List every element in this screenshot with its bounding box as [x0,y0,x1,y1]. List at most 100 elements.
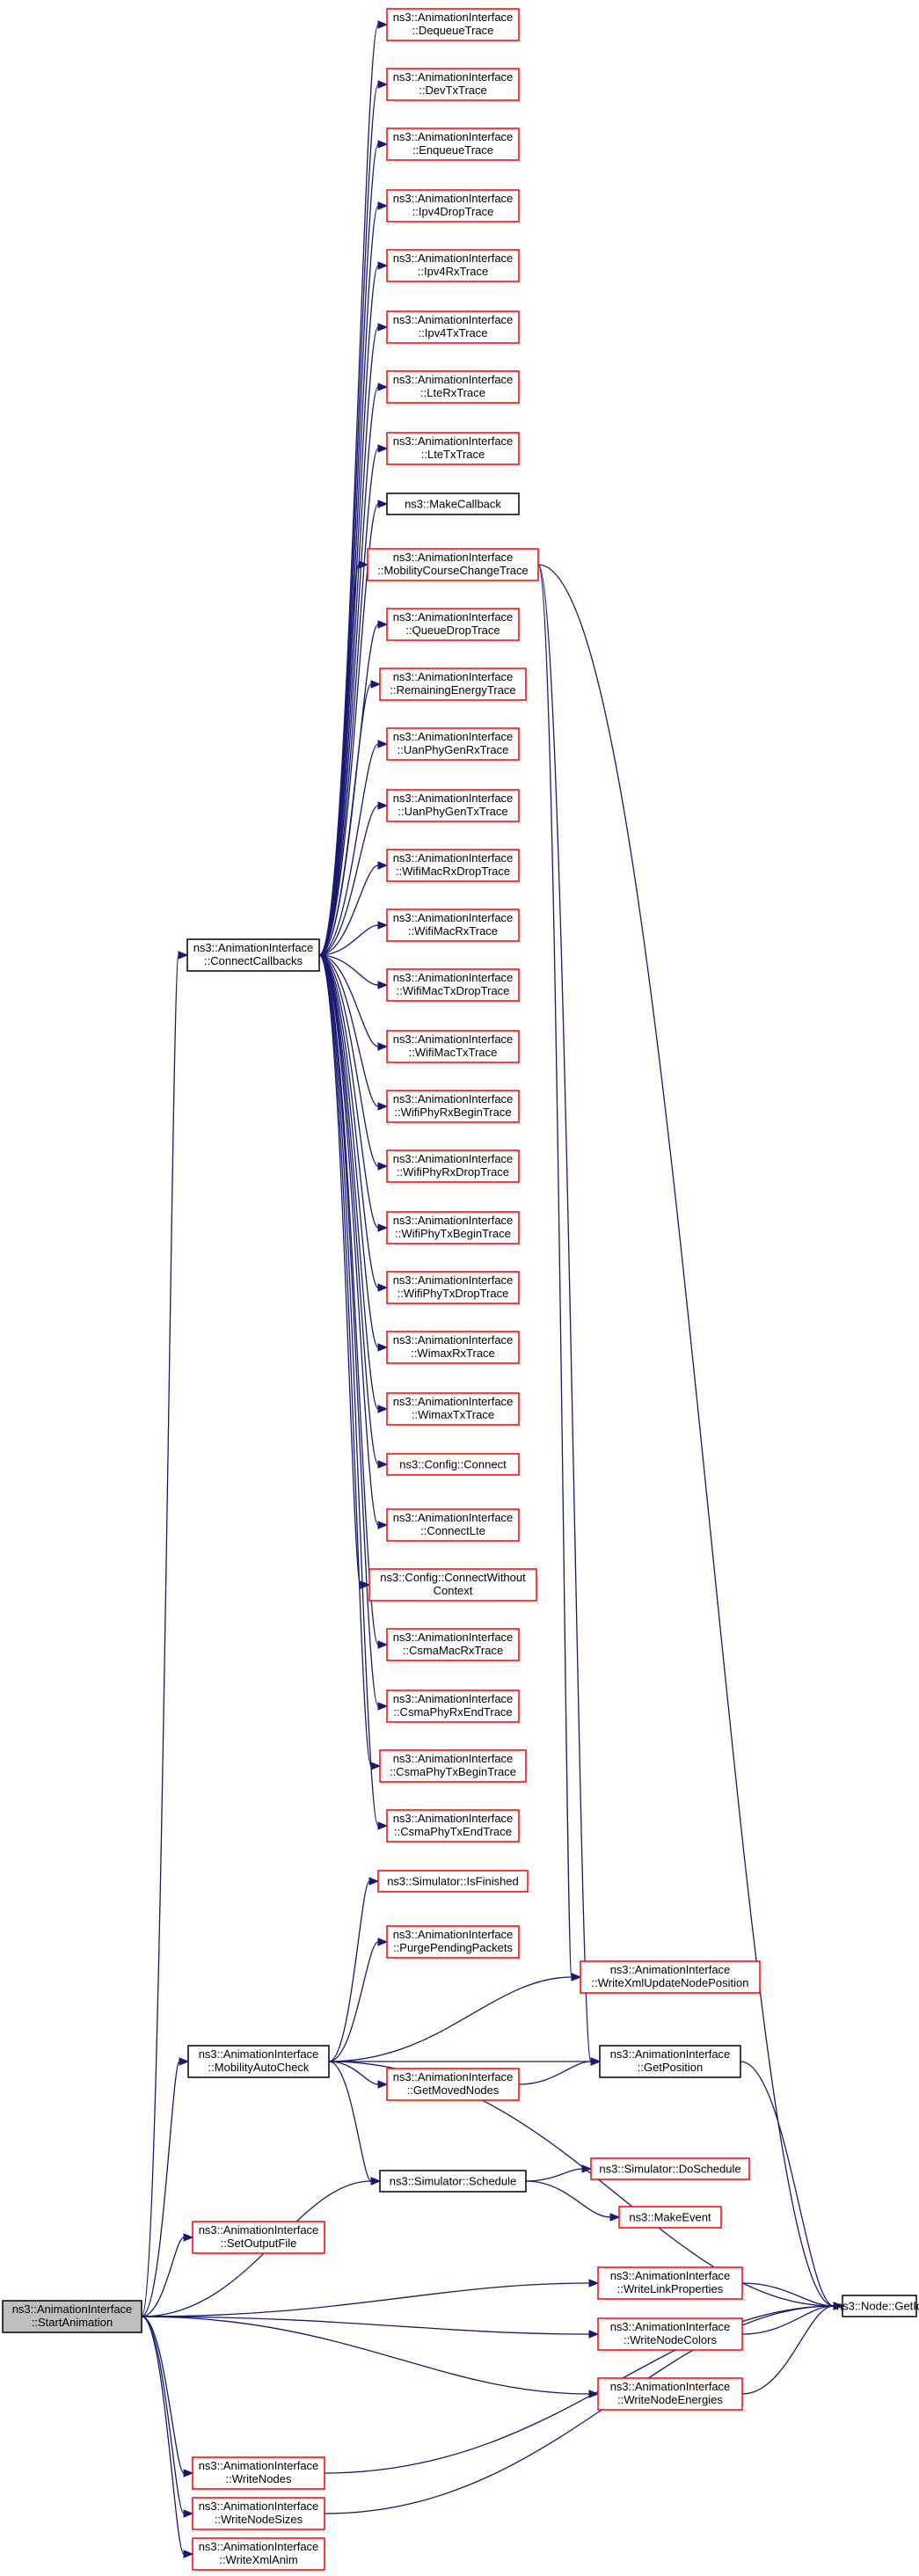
node-mobility-course-change-trace[interactable]: ns3::AnimationInterface::MobilityCourseC… [367,548,539,581]
node-set-output-file[interactable]: ns3::AnimationInterface::SetOutputFile [192,2221,325,2254]
node-write-node-sizes[interactable]: ns3::AnimationInterface::WriteNodeSizes [192,2497,325,2530]
node-connect-lte[interactable]: ns3::AnimationInterface::ConnectLte [386,1508,520,1542]
node-box [842,2295,917,2317]
node-write-xml-update-node-position[interactable]: ns3::AnimationInterface::WriteXmlUpdateN… [580,1960,761,1994]
node-ipv4-tx-trace[interactable]: ns3::AnimationInterface::Ipv4TxTrace [386,310,520,344]
node-box [618,2206,722,2229]
node-label-line: ns3::MakeCallback [405,498,501,511]
node-queue-drop-trace[interactable]: ns3::AnimationInterface::QueueDropTrace [386,608,520,641]
edge-get_position-to-node_get_id [740,2061,844,2310]
edge-start_animation-to-write_node_sizes [141,2316,194,2518]
edge-line [141,2316,185,2514]
node-label-line: ns3::AnimationInterface [393,11,514,24]
arrowhead-icon [377,444,389,453]
node-label-line: ::UanPhyGenTxTrace [398,805,507,818]
node-write-node-colors[interactable]: ns3::AnimationInterface::WriteNodeColors [597,2317,743,2351]
node-box [368,1568,537,1602]
node-dequeue-trace[interactable]: ns3::AnimationInterface::DequeueTrace [386,8,520,41]
edge-line [141,2282,590,2317]
node-label-line: ns3::AnimationInterface [393,730,514,743]
node-box [386,789,520,822]
node-csma-mac-rx-trace[interactable]: ns3::AnimationInterface::CsmaMacRxTrace [386,1628,520,1661]
node-wifi-phy-tx-drop-trace[interactable]: ns3::AnimationInterface::WifiPhyTxDropTr… [386,1271,520,1304]
node-wimax-rx-trace[interactable]: ns3::AnimationInterface::WimaxRxTrace [386,1331,520,1364]
node-csma-phy-tx-begin-trace[interactable]: ns3::AnimationInterface::CsmaPhyTxBeginT… [379,1749,527,1783]
node-box [386,370,520,404]
edge-line [318,865,379,956]
node-lte-tx-trace[interactable]: ns3::AnimationInterface::LteTxTrace [386,432,520,465]
node-wimax-tx-trace[interactable]: ns3::AnimationInterface::WimaxTxTrace [386,1392,520,1426]
node-uan-phy-gen-tx-trace[interactable]: ns3::AnimationInterface::UanPhyGenTxTrac… [386,789,520,822]
node-label-line: ::WriteXmlAnim [219,2553,297,2566]
node-box [386,909,520,942]
node-csma-phy-tx-end-trace[interactable]: ns3::AnimationInterface::CsmaPhyTxEndTra… [386,1809,520,1843]
node-write-xml-anim[interactable]: ns3::AnimationInterface::WriteXmlAnim [192,2537,325,2571]
node-simulator-is-finished[interactable]: ns3::Simulator::IsFinished [377,1870,529,1893]
node-label-line: ::GetMovedNodes [407,2083,500,2097]
node-enqueue-trace[interactable]: ns3::AnimationInterface::EnqueueTrace [386,128,520,161]
node-wifi-mac-tx-trace[interactable]: ns3::AnimationInterface::WifiMacTxTrace [386,1030,520,1063]
node-uan-phy-gen-rx-trace[interactable]: ns3::AnimationInterface::UanPhyGenRxTrac… [386,727,520,761]
node-box [386,310,520,344]
node-label-line: ::ConnectCallbacks [204,954,303,967]
node-mobility-auto-check[interactable]: ns3::AnimationInterface::MobilityAutoChe… [187,2045,330,2078]
edge-line [318,564,360,956]
arrowhead-icon [833,2302,844,2310]
node-ipv4-drop-trace[interactable]: ns3::AnimationInterface::Ipv4DropTrace [386,189,520,223]
node-node-get-id[interactable]: ns3::Node::GetId [836,2295,919,2317]
arrowhead-icon [377,2080,389,2089]
arrowhead-icon [588,2279,600,2288]
node-config-connect[interactable]: ns3::Config::Connect [386,1453,520,1476]
edge-line [525,2168,583,2182]
node-label-line: ::WriteXmlUpdateNodePosition [592,1976,749,1989]
node-ipv4-rx-trace[interactable]: ns3::AnimationInterface::Ipv4RxTrace [386,249,520,282]
node-wifi-phy-rx-drop-trace[interactable]: ns3::AnimationInterface::WifiPhyRxDropTr… [386,1149,520,1183]
node-label-line: ::CsmaPhyTxEndTrace [394,1825,512,1838]
node-wifi-phy-tx-begin-trace[interactable]: ns3::AnimationInterface::WifiPhyTxBeginT… [386,1211,520,1244]
node-wifi-mac-tx-drop-trace[interactable]: ns3::AnimationInterface::WifiMacTxDropTr… [386,968,520,1002]
arrowhead-icon [377,981,389,989]
node-label-line: ::ConnectLte [420,1524,485,1537]
node-make-event[interactable]: ns3::MakeEvent [618,2206,722,2229]
node-write-nodes[interactable]: ns3::AnimationInterface::WriteNodes [192,2456,325,2490]
node-label-line: ns3::AnimationInterface [393,670,514,683]
edge-line [318,954,379,986]
node-get-moved-nodes[interactable]: ns3::AnimationInterface::GetMovedNodes [386,2068,520,2101]
node-wifi-phy-rx-begin-trace[interactable]: ns3::AnimationInterface::WifiPhyRxBeginT… [386,1090,520,1123]
node-start-animation[interactable]: ns3::AnimationInterface::StartAnimation [2,2300,142,2333]
edge-line [141,2237,185,2317]
node-remaining-energy-trace[interactable]: ns3::AnimationInterface::RemainingEnergy… [379,668,527,701]
node-dev-tx-trace[interactable]: ns3::AnimationInterface::DevTxTrace [386,68,520,101]
node-csma-phy-rx-end-trace[interactable]: ns3::AnimationInterface::CsmaPhyRxEndTra… [386,1689,520,1723]
edge-mobility_auto_check-to-get_moved_nodes [328,2061,389,2089]
node-simulator-schedule[interactable]: ns3::Simulator::Schedule [379,2170,527,2193]
node-box [379,668,527,701]
edge-line [537,564,592,2062]
edge-start_animation-to-write_nodes [141,2316,194,2477]
edge-line [318,954,379,1107]
node-write-link-properties[interactable]: ns3::AnimationInterface::WriteLinkProper… [597,2266,743,2300]
arrowhead-icon [377,1102,389,1111]
node-connect-callbacks[interactable]: ns3::AnimationInterface::ConnectCallback… [186,938,320,972]
node-write-node-energies[interactable]: ns3::AnimationInterface::WriteNodeEnergi… [597,2377,743,2411]
edge-connect_callbacks-to-wifi_mac_rx_trace [318,921,389,956]
node-label-line: ns3::AnimationInterface [393,1273,514,1287]
node-box [386,1331,520,1364]
node-get-position[interactable]: ns3::AnimationInterface::GetPosition [599,2045,741,2078]
node-label-line: ns3::AnimationInterface [199,2459,319,2472]
node-purge-pending-packets[interactable]: ns3::AnimationInterface::PurgePendingPac… [386,1925,520,1959]
node-lte-rx-trace[interactable]: ns3::AnimationInterface::LteRxTrace [386,370,520,404]
node-label-line: ::WriteNodeSizes [215,2513,303,2526]
node-label-line: ns3::AnimationInterface [393,1092,514,1106]
node-wifi-mac-rx-trace[interactable]: ns3::AnimationInterface::WifiMacRxTrace [386,909,520,942]
edge-line [141,2316,590,2395]
edge-mobility_course_change_trace-to-write_xml_update_node_position [537,564,582,1981]
node-label-line: ns3::MakeEvent [629,2211,711,2224]
node-label-line: ::SetOutputFile [221,2237,297,2250]
node-make-callback[interactable]: ns3::MakeCallback [386,493,520,515]
node-simulator-do-schedule[interactable]: ns3::Simulator::DoSchedule [590,2157,750,2180]
arrowhead-icon [377,1283,389,1292]
node-wifi-mac-rx-drop-trace[interactable]: ns3::AnimationInterface::WifiMacRxDropTr… [386,849,520,882]
arrowhead-icon [370,2177,382,2186]
